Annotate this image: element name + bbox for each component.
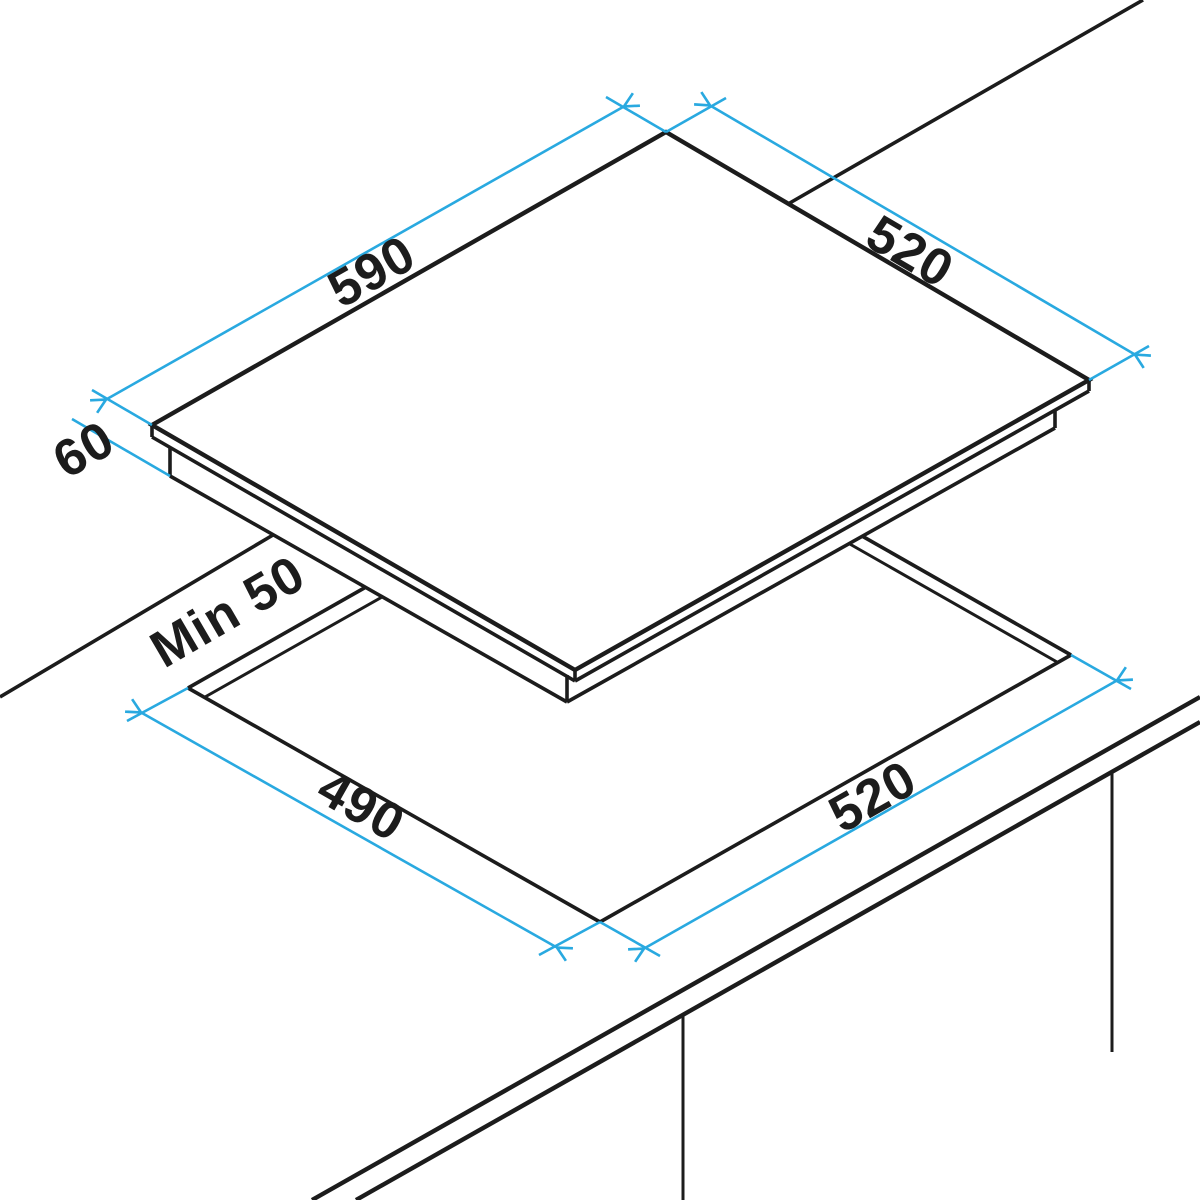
hob-body-bottom-right — [566, 426, 1056, 704]
counter-front-edge-top — [310, 695, 1200, 1200]
cutout-back-right-rim — [861, 534, 1072, 657]
label-cutout-width: 490 — [308, 759, 415, 854]
dim-line-cutout-depth-520 — [628, 666, 1133, 963]
cutout-back-left-inner-wall — [204, 595, 383, 699]
ext-hob-right — [1088, 344, 1150, 382]
hob-body-fill — [170, 410, 1055, 702]
counter-back-edge-left — [0, 533, 274, 699]
ext-cutout-front-b — [599, 920, 661, 958]
hob-glass-bottom-left-edge — [151, 435, 576, 683]
hob-body-bottom-left — [169, 474, 568, 704]
dim-line-cutout-width-490 — [125, 698, 573, 962]
dim-line-hob-width-590 — [90, 92, 640, 414]
ext-hob-left-body — [71, 417, 171, 478]
label-cutout-depth: 520 — [820, 750, 927, 845]
hob-glass-bottom-right-edge — [574, 389, 1090, 683]
label-rear-clearance: Min 50 — [141, 545, 315, 680]
ext-cutout-right — [1070, 653, 1132, 691]
hob — [147, 129, 1094, 704]
counter-front-edge-bottom — [354, 720, 1200, 1200]
ext-cutout-left — [126, 686, 189, 723]
label-hob-height: 60 — [44, 410, 125, 490]
ext-hob-top-b — [665, 96, 727, 134]
counter-back-edge-right — [787, 0, 1144, 206]
cutout-back-right-inner-wall — [847, 541, 1058, 664]
cutout-back-left-rim — [187, 585, 367, 690]
dim-line-hob-depth-520 — [694, 91, 1151, 369]
ext-cutout-front-a — [538, 920, 601, 957]
ext-hob-top-a — [605, 95, 667, 134]
